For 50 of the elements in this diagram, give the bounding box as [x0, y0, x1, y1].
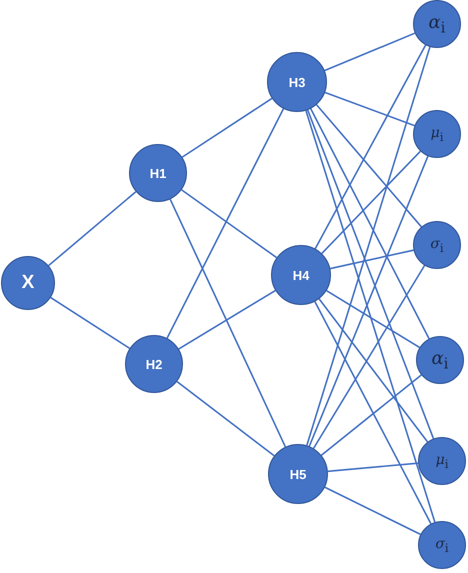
connection-line	[324, 32, 416, 72]
hidden-node-circle	[125, 335, 183, 393]
hidden-node-circle	[271, 245, 331, 305]
connection-line	[48, 191, 136, 266]
node-label: H1	[150, 166, 166, 180]
output-node-circle	[416, 336, 464, 384]
output-node-circle	[413, 110, 461, 158]
node-label: α$_{i}$	[428, 12, 446, 36]
connection-line	[320, 374, 422, 456]
connection-line	[306, 110, 434, 439]
output-node-circle	[418, 521, 466, 569]
connection-line	[321, 150, 421, 254]
node-label: X	[22, 272, 34, 294]
connection-line	[181, 189, 278, 258]
connection-line	[305, 110, 436, 522]
connection-line	[324, 92, 415, 126]
node-label: α$_{i}$	[432, 348, 448, 372]
connection-line	[182, 98, 272, 158]
node-label: σ$_{i}$	[435, 536, 449, 554]
connection-line	[314, 301, 432, 524]
input-node-circle	[1, 256, 55, 310]
connection-line	[178, 290, 276, 350]
connection-line	[170, 198, 286, 448]
node-label: H5	[290, 466, 306, 482]
node-label: μ$_{i}$	[430, 124, 444, 144]
connection-line	[50, 296, 130, 349]
node-label: σ$_{i}$	[430, 236, 444, 254]
hidden-node-circle	[129, 144, 187, 202]
output-node-circle	[413, 221, 461, 269]
connection-line	[308, 156, 429, 447]
connection-line	[318, 298, 428, 442]
connection-line	[326, 290, 420, 348]
output-node-circle	[413, 0, 461, 48]
connection-line	[310, 108, 430, 340]
node-label: H2	[146, 356, 162, 372]
connection-line	[324, 486, 421, 536]
connection-line	[314, 44, 426, 249]
node-label: H3	[288, 74, 306, 90]
connection-line	[330, 249, 414, 270]
hidden-node-circle	[268, 444, 328, 504]
node-label: H4	[292, 268, 310, 282]
connection-line	[328, 462, 418, 472]
connection-line	[176, 380, 275, 456]
connection-line	[166, 108, 284, 338]
node-label: μ$_{i}$	[436, 452, 448, 470]
connection-line	[306, 46, 431, 446]
connection-line	[312, 265, 426, 449]
connection-line	[316, 104, 422, 228]
output-node-circle	[418, 437, 466, 485]
hidden-node-circle	[267, 52, 327, 112]
